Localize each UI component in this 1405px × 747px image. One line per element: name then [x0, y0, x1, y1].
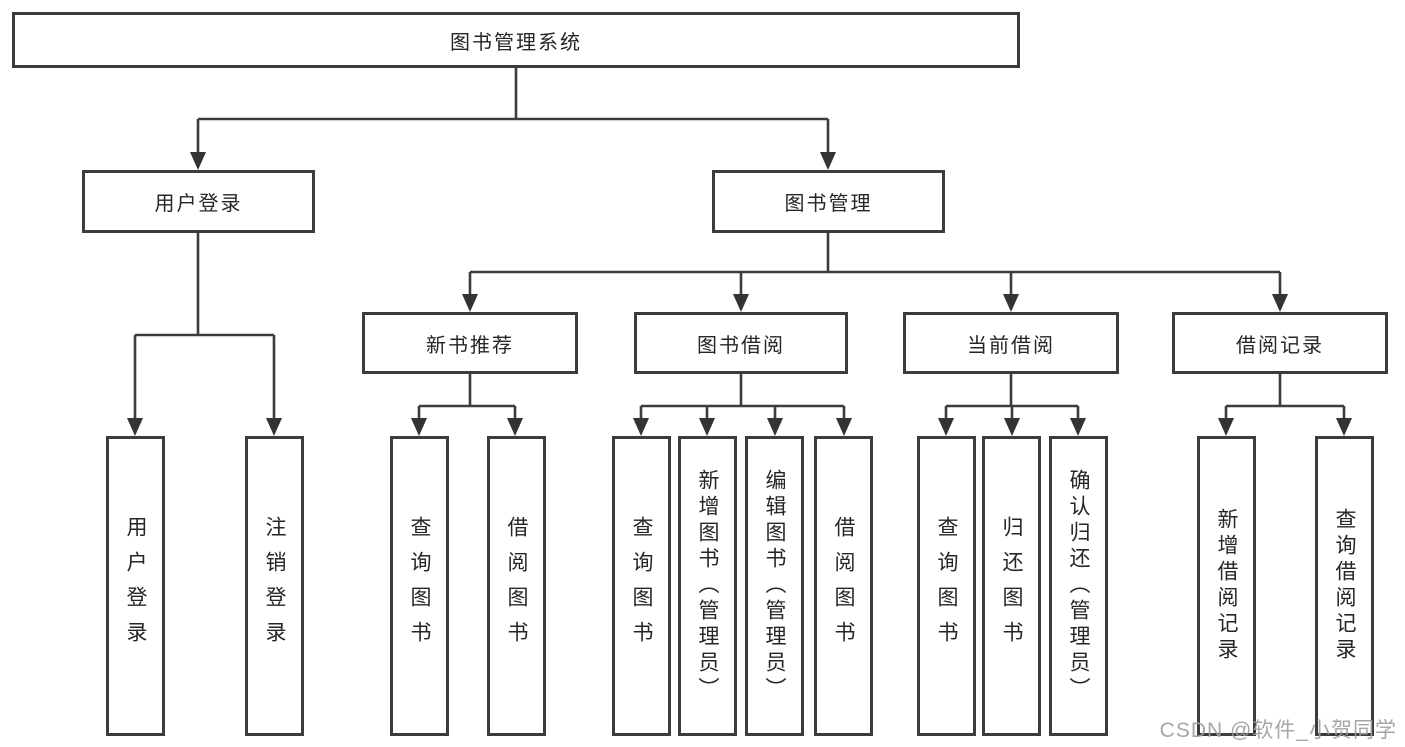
connector-borrowing-records — [1224, 374, 1346, 422]
arrow-down-icon — [938, 418, 954, 436]
arrow-down-icon — [190, 152, 206, 170]
arrow-down-icon — [1003, 294, 1019, 312]
leaf-query-books-current: 查询图书 — [917, 436, 976, 736]
arrow-down-icon — [507, 418, 523, 436]
node-new-book-recommend: 新书推荐 — [362, 312, 578, 374]
arrowheads — [127, 152, 1352, 436]
leaf-add-books-admin: 新增图书（管理员） — [678, 436, 737, 736]
leaf-edit-books-admin: 编辑图书（管理员） — [745, 436, 804, 736]
leaf-query-books-borrowing: 查询图书 — [612, 436, 671, 736]
arrow-down-icon — [1272, 294, 1288, 312]
leaf-user-login: 用户登录 — [106, 436, 165, 736]
arrow-down-icon — [733, 294, 749, 312]
leaf-borrow-books: 借阅图书 — [814, 436, 873, 736]
connector-user-login — [133, 233, 276, 422]
arrow-down-icon — [633, 418, 649, 436]
arrow-down-icon — [1218, 418, 1234, 436]
leaf-return-books: 归还图书 — [982, 436, 1041, 736]
arrow-down-icon — [462, 294, 478, 312]
connector-book-management — [468, 233, 1282, 298]
leaf-borrow-books-recommend: 借阅图书 — [487, 436, 546, 736]
arrow-down-icon — [836, 418, 852, 436]
arrow-down-icon — [699, 418, 715, 436]
node-borrowing-records: 借阅记录 — [1172, 312, 1388, 374]
leaf-add-borrow-record: 新增借阅记录 — [1197, 436, 1256, 736]
arrow-down-icon — [1004, 418, 1020, 436]
arrow-down-icon — [1336, 418, 1352, 436]
connector-root-to-level2 — [196, 68, 830, 156]
node-current-borrowing: 当前借阅 — [903, 312, 1119, 374]
arrow-down-icon — [1070, 418, 1086, 436]
connector-current-borrowing — [944, 374, 1080, 422]
watermark: CSDN @软件_小贺同学 — [1159, 719, 1397, 742]
leaf-query-borrow-record: 查询借阅记录 — [1315, 436, 1374, 736]
leaf-confirm-return-admin: 确认归还（管理员） — [1049, 436, 1108, 736]
node-book-management: 图书管理 — [712, 170, 945, 233]
arrow-down-icon — [820, 152, 836, 170]
arrow-down-icon — [127, 418, 143, 436]
leaf-logout: 注销登录 — [245, 436, 304, 736]
node-root-system: 图书管理系统 — [12, 12, 1020, 68]
connector-new-book-recommend — [417, 374, 517, 422]
arrow-down-icon — [411, 418, 427, 436]
connector-book-borrowing — [639, 374, 846, 422]
arrow-down-icon — [767, 418, 783, 436]
node-user-login: 用户登录 — [82, 170, 315, 233]
node-book-borrowing: 图书借阅 — [634, 312, 848, 374]
leaf-query-books-recommend: 查询图书 — [390, 436, 449, 736]
arrow-down-icon — [266, 418, 282, 436]
